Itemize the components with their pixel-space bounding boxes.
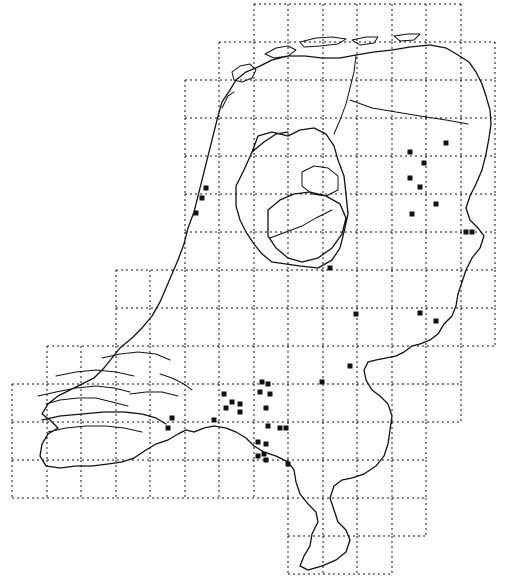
occurrence-marker [285,461,291,467]
afsluitdijk [251,131,289,153]
island-vlieland [264,45,297,59]
occurrence-marker [263,405,269,411]
estuary-westerschelde [41,411,167,425]
island-terschelling [299,36,347,48]
occurrence-marker [319,379,325,385]
occurrence-marker [263,457,269,463]
occurrence-marker [211,417,217,423]
occurrence-marker [267,391,273,397]
occurrence-marker [199,195,205,201]
occurrence-marker [347,363,353,369]
occurrence-marker [165,425,171,431]
occurrence-marker [463,229,469,235]
estuary-haringvliet [101,351,171,361]
occurrence-marker [237,401,243,407]
zeeuws-vlaanderen-outline [47,425,143,433]
occurrence-marker [265,381,271,387]
noordoostpolder [301,165,339,197]
occurrence-marker [353,311,359,317]
biesbosch-waterway [129,391,179,397]
flevoland-polder [267,191,347,263]
occurrence-marker [223,405,229,411]
occurrence-marker [255,439,261,445]
occurrence-marker [277,425,283,431]
estuary-grevelingen [55,369,135,377]
ijsselmeer-shoreline [235,127,349,269]
occurrence-marker [203,185,209,191]
occurrence-marker [421,160,427,166]
province-boundary-drenthe [349,99,469,125]
occurrence-marker [417,310,423,316]
occurrence-marker [327,265,333,271]
occurrence-marker [265,423,271,429]
occurrence-marker [407,149,413,155]
zeeland-island-outline [45,397,129,407]
occurrence-marker [229,399,235,405]
island-ameland [351,36,379,46]
occurrence-marker [417,184,423,190]
province-boundary-friesland [333,55,357,135]
occurrence-marker [283,425,289,431]
occurrence-marker [443,140,449,146]
coastline-layer [37,33,492,571]
hollands-diep [159,373,193,391]
estuary-oosterschelde [37,385,131,397]
occurrence-marker [169,415,175,421]
occurrence-marker [263,441,269,447]
occurrence-marker [407,175,413,181]
noord-holland-canal [221,91,235,109]
country-outline [39,44,492,571]
occurrence-marker [221,391,227,397]
occurrence-marker [261,451,267,457]
occurrence-marker [469,229,475,235]
occurrence-marker [255,453,261,459]
grid-layer [11,3,496,575]
island-schiermonnikoog [393,33,421,42]
occurrence-marker [257,389,263,395]
occurrence-marker [193,210,199,216]
marker-layer [165,140,475,467]
occurrence-marker [409,211,415,217]
occurrence-marker [237,409,243,415]
occurrence-marker [259,379,265,385]
occurrence-marker [433,201,439,207]
flevoland-dike [269,209,333,239]
island-texel [231,63,257,83]
occurrence-marker [433,318,439,324]
